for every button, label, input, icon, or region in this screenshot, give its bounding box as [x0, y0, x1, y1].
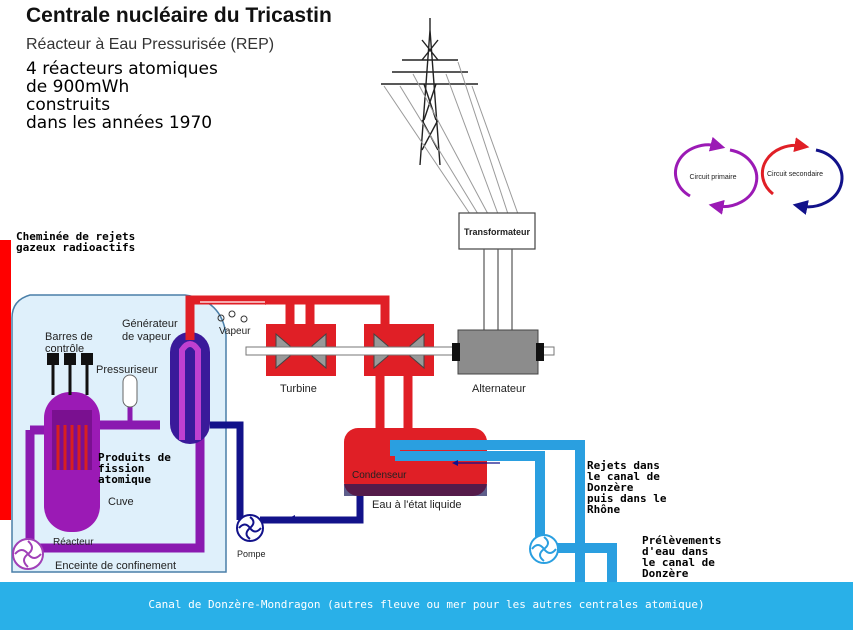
- alternator-label: Alternateur: [472, 383, 526, 395]
- pylon-icon: [381, 18, 478, 166]
- liquid-water-label: Eau à l'état liquide: [372, 499, 462, 511]
- power-lines: [383, 61, 519, 215]
- page-title: Centrale nucléaire du Tricastin: [26, 4, 332, 27]
- pump-label: Pompe: [237, 549, 266, 559]
- secondary-return-circuit: [210, 421, 364, 524]
- turbine-label: Turbine: [280, 383, 317, 395]
- canal-label: Canal de Donzère-Mondragon (autres fleuv…: [148, 598, 705, 611]
- chimney-bar: [0, 240, 11, 520]
- intake-note: Prélèvements d'eau dans le canal de Donz…: [642, 534, 722, 580]
- control-rods: [47, 353, 93, 470]
- condenser-label: Condenseur: [352, 470, 407, 481]
- vapour-label: Vapeur: [219, 326, 251, 337]
- alternator-box: [457, 329, 539, 375]
- legend-secondary-icon: [760, 137, 844, 215]
- pressurizer-label: Pressuriseur: [96, 364, 158, 376]
- turbine-shaft: [245, 346, 555, 356]
- legend-secondary-label: Circuit secondaire: [767, 171, 823, 178]
- vessel-label: Cuve: [108, 496, 134, 508]
- containment-label: Enceinte de confinement: [55, 560, 176, 572]
- canal-strip: [0, 582, 853, 630]
- transformer-label: Transformateur: [464, 227, 531, 237]
- page-subtitle: Réacteur à Eau Pressurisée (REP): [26, 36, 275, 53]
- control-rods-label: Barres de: [45, 331, 93, 343]
- reactor-label: Réacteur: [53, 537, 94, 548]
- legend-primary-label: Circuit primaire: [689, 174, 736, 181]
- steam-generator-label-2: de vapeur: [122, 331, 171, 343]
- control-rods-label-2: contrôle: [45, 343, 84, 355]
- transformer-box: [458, 212, 536, 250]
- primary-pump-icon: [12, 538, 44, 570]
- feed-pump-icon: [236, 514, 264, 542]
- legend-primary-icon: [674, 136, 759, 215]
- steam-generator-label: Générateur: [122, 318, 178, 330]
- reactor-facts: 4 réacteurs atomiques de 900mWh construi…: [26, 59, 218, 133]
- discharge-note: Rejets dans le canal de Donzère puis dan…: [587, 459, 667, 516]
- pressurizer: [122, 374, 138, 408]
- chimney-note: Cheminée de rejets gazeux radioactifs: [16, 230, 136, 254]
- vapour-bubbles-icon: [217, 310, 248, 323]
- steam-generator: [170, 332, 210, 444]
- cooling-circuit: [390, 440, 617, 582]
- cooling-pump-icon: [529, 534, 559, 564]
- fission-products-note: Produits de fission atomique: [98, 451, 171, 486]
- secondary-steam-circuit: [185, 295, 390, 340]
